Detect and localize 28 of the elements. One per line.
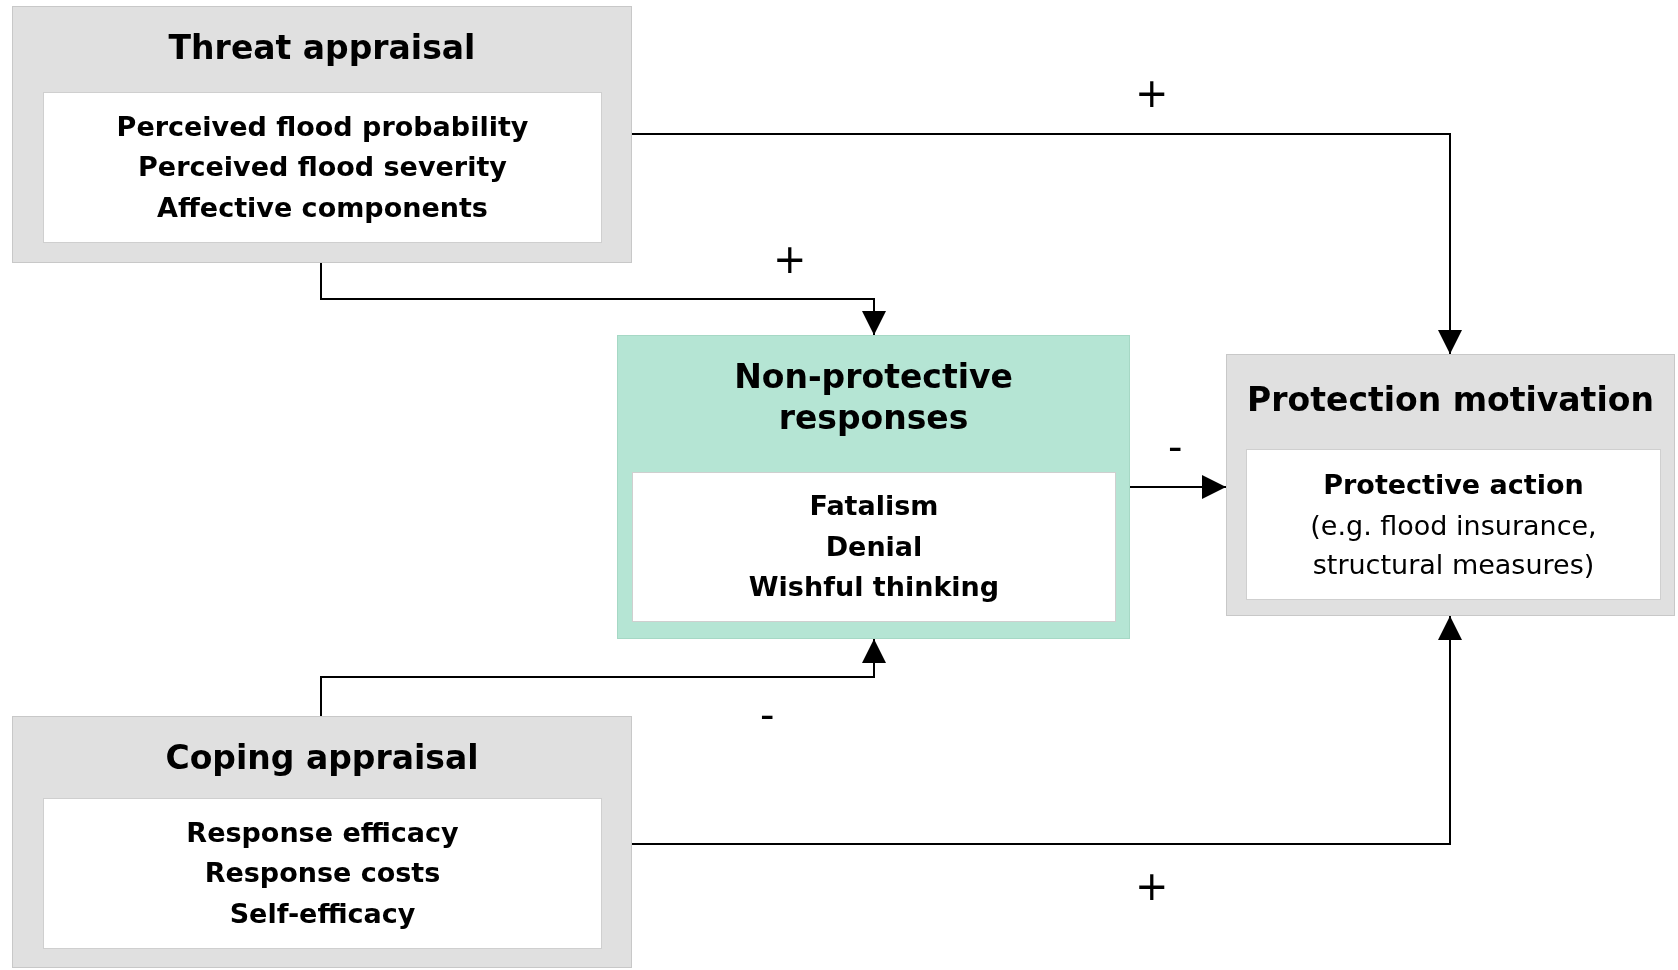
panel-heading: Non-protective responses [733,356,1014,439]
factor-text: Wishful thinking [748,570,1000,605]
factor-text: Self-efficacy [229,896,416,931]
arrow [320,638,886,717]
group-panel [12,716,632,968]
factor-box [43,92,602,243]
arrow [320,262,886,336]
panel-heading: Protection motivation [1247,379,1654,421]
factor-box [632,472,1116,622]
group-panel [1226,354,1675,616]
panel-heading: Threat appraisal [168,27,476,69]
arrow [1129,475,1227,499]
factor-text: Protective action [1323,468,1584,503]
group-panel [12,6,632,263]
group-panel [617,335,1130,639]
arrow [631,615,1462,845]
factor-text: Perceived flood severity [138,150,507,185]
factor-text: Perceived flood probability [116,109,529,144]
panel-heading: Coping appraisal [165,737,479,779]
factor-text: Response efficacy [186,815,459,850]
factor-box [43,798,602,949]
arrow [631,133,1462,355]
factor-text: Denial [825,529,923,564]
factor-box [1246,449,1661,600]
factor-text: Fatalism [809,489,939,524]
factor-text: Response costs [204,856,441,891]
factor-text: Affective components [157,190,488,225]
example-note: (e.g. flood insurance, structural measures) [1309,508,1598,582]
